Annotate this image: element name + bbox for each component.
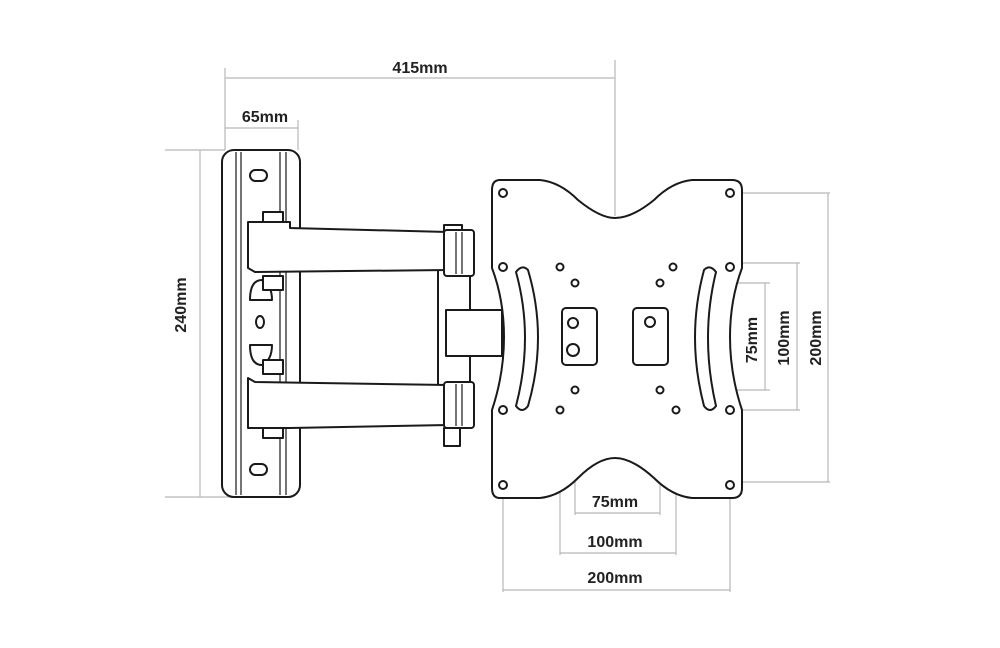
- right-slot: [694, 266, 717, 411]
- bolt: [262, 275, 284, 291]
- dim-200h-line: [502, 488, 731, 592]
- label-200mm-horizontal: 200mm: [587, 570, 642, 587]
- label-240mm: 240mm: [173, 277, 190, 332]
- dim-200v-line: [735, 192, 830, 483]
- upper-arm: [247, 221, 449, 273]
- lower-arm-end: [443, 381, 475, 429]
- tv-plate: [491, 179, 743, 499]
- dim-65-line: [225, 120, 299, 150]
- vesa-holes: [498, 188, 735, 490]
- label-65mm: 65mm: [242, 109, 288, 126]
- lock-bracket-left: [561, 307, 598, 366]
- mounting-slot: [249, 463, 268, 476]
- swing-arms: [247, 221, 503, 429]
- wall-plate: [221, 149, 301, 498]
- upper-arm-end: [443, 229, 475, 277]
- plate-connector: [445, 309, 503, 357]
- mounting-slot: [249, 169, 268, 182]
- mounting-hole: [255, 315, 265, 329]
- bolt: [262, 359, 284, 375]
- label-415mm: 415mm: [392, 60, 447, 77]
- label-75mm-vertical: 75mm: [744, 317, 761, 363]
- bolt: [262, 427, 284, 439]
- lower-arm: [247, 377, 449, 429]
- label-100mm-horizontal: 100mm: [587, 534, 642, 551]
- label-100mm-vertical: 100mm: [776, 310, 793, 365]
- label-75mm-horizontal: 75mm: [592, 494, 638, 511]
- dim-240-line: [165, 149, 240, 498]
- label-200mm-vertical: 200mm: [808, 310, 825, 365]
- left-slot: [515, 266, 539, 411]
- bolt: [443, 427, 461, 447]
- lock-bracket-right: [632, 307, 669, 366]
- dim-415-line: [224, 60, 616, 216]
